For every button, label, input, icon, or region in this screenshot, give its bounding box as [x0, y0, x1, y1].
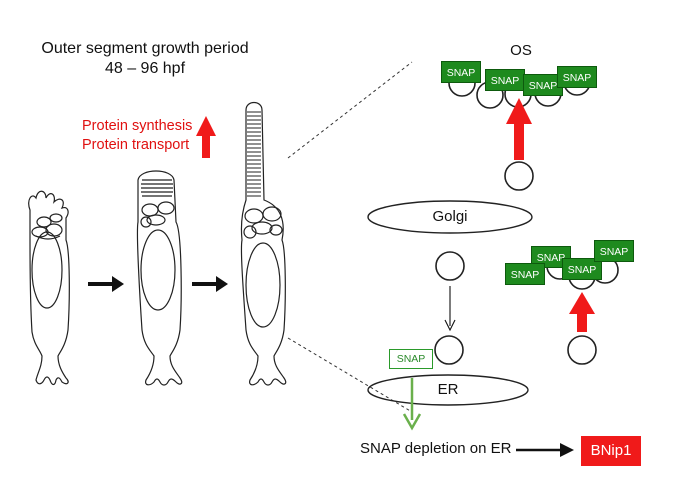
golgi-ellipse [367, 200, 533, 234]
transport-arrow-golgi [569, 292, 595, 332]
snap-tag-depleted: SNAP [389, 349, 433, 369]
vesicle-er-right [567, 335, 597, 365]
zoom-line-bottom [287, 337, 413, 413]
protein-synthesis-label: Protein synthesis [82, 118, 193, 134]
retrograde-arrow-head [444, 319, 456, 332]
transport-arrow-os [506, 98, 532, 160]
increase-arrow [196, 116, 216, 158]
zoom-line-top [287, 61, 413, 159]
depletion-arrow [402, 378, 422, 431]
golgi-label: Golgi [432, 208, 468, 225]
stage-arrow-2-head [216, 276, 228, 292]
photoreceptor-early [28, 190, 70, 386]
photoreceptor-mid [136, 170, 183, 386]
bnip-arrow [516, 443, 574, 457]
snap-tag-golgi-1: SNAP [531, 246, 571, 268]
photoreceptor-mature [240, 101, 287, 386]
stage-arrow-1-head [112, 276, 124, 292]
snap-depletion-label: SNAP depletion on ER [360, 440, 512, 457]
os-label: OS [510, 42, 532, 59]
vesicle-golgi-to-os [504, 161, 534, 191]
er-ellipse [367, 374, 529, 406]
title-line-1: Outer segment growth period [41, 40, 249, 57]
er-label: ER [437, 381, 459, 398]
snap-tag-golgi-2: SNAP [505, 263, 545, 285]
snap-tag-golgi-4: SNAP [594, 240, 634, 262]
vesicle-golgi-left [435, 251, 465, 281]
stage-arrows [88, 276, 228, 292]
protein-transport-label: Protein transport [82, 137, 190, 153]
bnip1-box: BNip1 [581, 436, 641, 466]
title-line-2: 48 – 96 hpf [104, 60, 186, 77]
snap-tag-os-1: SNAP [441, 61, 481, 83]
snap-tag-os-4: SNAP [557, 66, 597, 88]
snap-tag-golgi-3: SNAP [562, 258, 602, 280]
vesicle-er-left [434, 335, 464, 365]
snap-tag-os-3: SNAP [523, 74, 563, 96]
snap-tag-os-2: SNAP [485, 69, 525, 91]
